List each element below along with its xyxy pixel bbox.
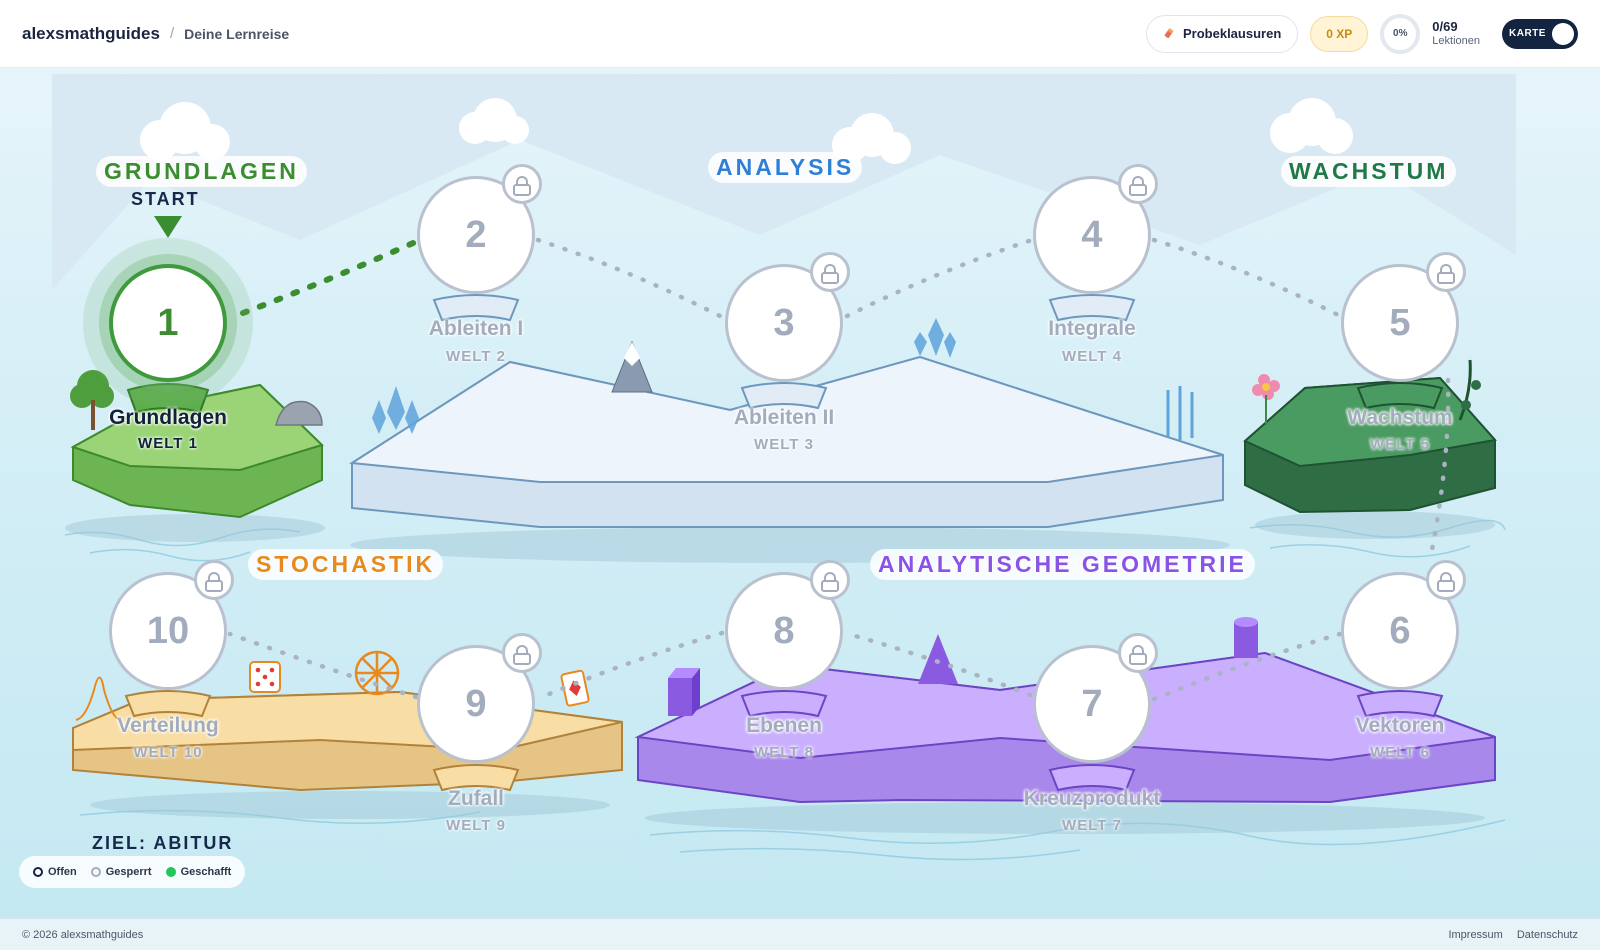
node-number: 5 <box>1389 301 1411 344</box>
brand-logo[interactable]: alexsmathguides <box>22 23 160 43</box>
start-label: START <box>131 189 200 209</box>
map-legend: Offen Gesperrt Geschafft <box>19 856 246 888</box>
xp-badge: 0 XP <box>1310 15 1369 52</box>
legend-locked-label: Gesperrt <box>105 866 152 878</box>
node-label-10: Verteilung <box>117 714 219 737</box>
map-scenery <box>52 74 1516 861</box>
lock-icon <box>502 164 542 204</box>
cube-icon <box>668 668 700 716</box>
practice-exams-label: Probeklausuren <box>1183 26 1282 41</box>
node-label-2: Ableiten I <box>428 317 524 340</box>
wheel-icon <box>354 650 400 696</box>
node-label-9: Zufall <box>448 787 504 810</box>
footer: © 2026 alexsmathguides Impressum Datensc… <box>0 918 1600 950</box>
lessons-count: 0/69 <box>1432 19 1458 35</box>
world-title-wachstum: WACHSTUM <box>1281 156 1457 187</box>
node-sub-5: WELT 5 <box>1370 436 1430 453</box>
card-icon <box>560 669 590 707</box>
node-sub-1: WELT 1 <box>138 435 198 452</box>
node-sub-4: WELT 4 <box>1062 348 1122 365</box>
node-label-7: Kreuzprodukt <box>1023 787 1161 810</box>
lock-icon <box>1426 252 1466 292</box>
lessons-counter: 0/69 Lektionen <box>1432 19 1480 48</box>
legend-done: Geschafft <box>165 866 232 878</box>
lock-icon <box>810 560 850 600</box>
node-number: 6 <box>1389 609 1411 652</box>
water-waves <box>64 519 1506 861</box>
progress-ring: 0% <box>1380 13 1421 54</box>
pencil-icon <box>1163 27 1175 40</box>
node-number: 3 <box>773 301 795 344</box>
footer-links: Impressum Datenschutz <box>1448 929 1578 941</box>
lock-icon <box>194 560 234 600</box>
pyramid-icon <box>918 634 958 684</box>
node-label-8: Ebenen <box>746 714 822 737</box>
learning-map: GRUNDLAGEN START ANALYSIS WACHSTUM STOCH… <box>0 68 1600 918</box>
island-grundlagen <box>70 370 324 519</box>
node-label-6: Vektoren <box>1355 714 1445 737</box>
legend-open-label: Offen <box>48 866 77 878</box>
cylinder-icon <box>1234 617 1258 658</box>
privacy-link[interactable]: Datenschutz <box>1516 928 1578 941</box>
legend-open: Offen <box>33 866 77 878</box>
header-actions: Probeklausuren 0 XP 0% 0/69 Lektionen KA… <box>1146 13 1578 54</box>
node-number: 10 <box>146 609 190 652</box>
world-node-1[interactable]: 1 <box>109 264 227 382</box>
imprint-link[interactable]: Impressum <box>1448 928 1503 941</box>
map-view-toggle[interactable]: KARTE <box>1502 18 1578 49</box>
node-number: 1 <box>157 301 179 344</box>
lock-icon <box>1118 164 1158 204</box>
breadcrumb-current: Deine Lernreise <box>184 25 290 42</box>
node-sub-10: WELT 10 <box>133 744 203 761</box>
lock-icon <box>810 252 850 292</box>
open-dot-icon <box>33 867 43 877</box>
world-title-analysis: ANALYSIS <box>708 152 863 183</box>
node-sub-2: WELT 2 <box>446 348 506 365</box>
node-sub-7: WELT 7 <box>1062 817 1122 834</box>
practice-exams-button[interactable]: Probeklausuren <box>1146 14 1299 53</box>
node-label-5: Wachstum <box>1347 406 1453 429</box>
legend-locked: Gesperrt <box>90 866 152 878</box>
flower-icon <box>1252 374 1280 425</box>
map-toggle-label: KARTE <box>1509 28 1546 39</box>
done-dot-icon <box>165 867 176 877</box>
goal-label: ZIEL: ABITUR <box>92 833 234 853</box>
node-pedestals <box>124 294 1444 792</box>
node-label-1: Grundlagen <box>109 406 227 429</box>
breadcrumb-separator: / <box>169 25 175 42</box>
world-title-grundlagen: GRUNDLAGEN <box>96 156 307 187</box>
lock-icon <box>502 633 542 673</box>
path-1-2 <box>240 237 423 316</box>
node-number: 8 <box>773 609 795 652</box>
top-bar: alexsmathguides / Deine Lernreise Probek… <box>0 0 1600 68</box>
node-sub-3: WELT 3 <box>754 436 814 453</box>
locked-paths <box>227 237 1451 703</box>
node-sub-8: WELT 8 <box>754 744 814 761</box>
node-label-3: Ableiten II <box>733 406 835 429</box>
cloud-icon <box>140 98 1353 164</box>
toggle-knob <box>1552 22 1574 45</box>
lock-icon <box>1118 633 1158 673</box>
node-number: 4 <box>1081 213 1103 256</box>
world-title-analytische-geometrie: ANALYTISCHE GEOMETRIE <box>870 549 1255 580</box>
island-analysis <box>349 318 1224 528</box>
locked-dot-icon <box>90 867 101 877</box>
lessons-label: Lektionen <box>1432 34 1480 47</box>
start-arrow-icon <box>154 216 182 238</box>
node-sub-9: WELT 9 <box>446 817 506 834</box>
legend-done-label: Geschafft <box>180 866 232 878</box>
node-number: 7 <box>1081 682 1103 725</box>
node-number: 9 <box>465 682 487 725</box>
node-sub-6: WELT 6 <box>1370 744 1430 761</box>
world-title-stochastik: STOCHASTIK <box>248 549 444 580</box>
node-label-4: Integrale <box>1048 317 1136 340</box>
copyright: © 2026 alexsmathguides <box>22 928 144 941</box>
node-number: 2 <box>465 213 487 256</box>
lock-icon <box>1426 560 1466 600</box>
